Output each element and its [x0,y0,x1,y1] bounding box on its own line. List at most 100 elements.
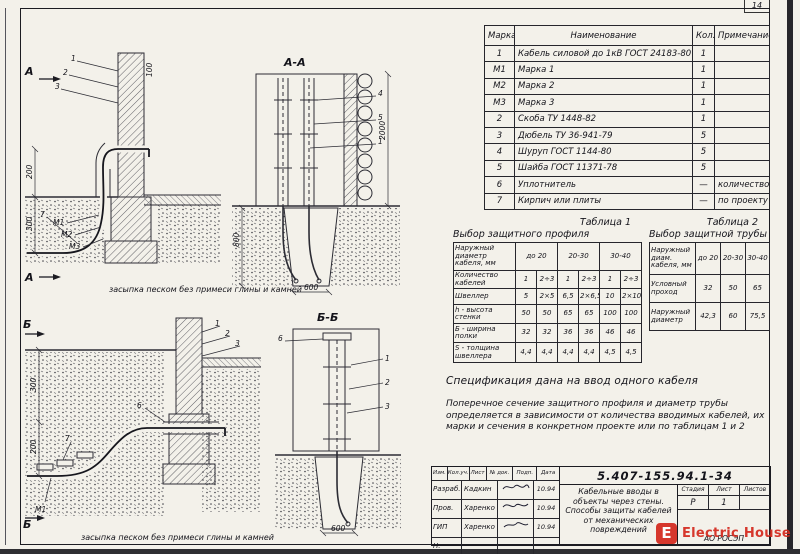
mark-m1: М1 [53,218,64,227]
mark-m2: М2 [61,230,72,239]
row-label: S - толщина швеллера [453,342,516,364]
table1-row: h - высота стенки 50 50 65 65 100 100 [453,304,643,325]
organization-name: АО РОСЭП [704,534,744,543]
cell: 50 [720,274,746,303]
cell: 5 [515,288,537,306]
diam-group: до 20 [514,242,559,271]
detail-a-leaders [31,60,119,278]
cell: 32 [535,323,559,344]
sig-date: 10.94 [536,485,556,493]
callout-1: 1 [385,354,390,363]
detail-b-leaders [25,325,241,519]
spec-note [714,159,770,178]
callout-2: 2 [63,68,68,77]
spec-qty: 1 [692,94,715,112]
cell: 65 [557,304,580,325]
signature-row: Н. контр. [432,538,559,554]
spec-note: по проекту [714,192,770,210]
callout-3: 3 [55,82,60,91]
sig-name: Харенко [462,519,498,537]
callout-6: 6 [278,334,283,343]
table1-diam-row: Наружный диаметр кабеля, мм до 20 20-30 … [453,242,643,271]
hdr-data: Дата [540,470,556,476]
cell: 100 [620,304,643,325]
sheet-label: Лист [709,485,740,495]
callout-3: 3 [235,339,240,348]
cell: 60 [720,302,746,331]
signature-header-row: Изм. Кол.уч. Лист № док. Подп. Дата [432,467,559,481]
sheets-value [740,496,770,509]
count-value: 1 [557,269,580,290]
sig-name [462,538,498,554]
spec-note: количество [714,176,770,194]
callout-3: 3 [385,402,390,411]
table1-block: Таблица 1 Выбор защитного профиля Наружн… [453,217,643,364]
sig-role: ГИП [432,519,462,537]
selection-note-text: Поперечное сечение защитного профиля и д… [446,399,765,433]
dim-200: 200 [25,164,34,179]
spec-mark: 5 [484,159,515,178]
caption-detail-b: засыпка песком без примеси глины и камне… [81,533,274,542]
spec-name: Скоба ТУ 1448-82 [514,110,693,128]
hdr-izm: Изм. [432,467,448,480]
cell: 4,4 [515,342,537,364]
table2-row: Наружный диаметр 42,3 60 75,5 [649,302,770,331]
cell: 75,5 [745,302,770,331]
count-value: 2÷3 [578,269,601,290]
drawing-frame: А А 1 2 3 7 М1 М2 М3 200 300 100 засыпка… [20,8,771,554]
sig-date [534,538,558,554]
spec-name: Шуруп ГОСТ 1144-80 [514,143,693,161]
dim-300: 300 [25,216,34,231]
sig-name: Кадкин [462,481,498,499]
section-bb-leaders [284,338,384,537]
cell: 42,3 [695,302,721,331]
cell: 2×10 [620,288,643,306]
section-aa-drawing: А-А 2000 800 600 4 5 1 [232,56,400,296]
spec-note [714,77,770,96]
cell: 36 [557,323,580,344]
cell: 10 [599,288,622,306]
drawing-title: Кабельные вводы в объекты через стены. С… [560,485,678,545]
sig-role: Н. контр. [432,538,462,554]
cell: 65 [745,274,770,303]
spec-note [714,143,770,161]
spec-qty: — [692,176,715,194]
table2-diam-label: Наружный диам. кабеля, мм [649,242,696,275]
signature-scribble [498,481,534,499]
title-block-signatures: Изм. Кол.уч. Лист № док. Подп. Дата Разр… [432,467,560,554]
stage-grid: Стадия Лист Листов Р 1 АО РОСЭП [678,485,770,545]
table2-block: Таблица 2 Выбор защитной трубы Наружный … [649,217,770,331]
hdr-list: Лист [470,467,487,480]
sig-name: Харенко [462,500,498,518]
spec-note [714,126,770,145]
table1-count-label: Количество кабелей [453,269,516,290]
detail-b-structure [25,317,261,516]
diam-group: 20-30 [557,242,601,271]
table1-diam-label: Наружный диаметр кабеля, мм [453,242,516,271]
spec-header-name: Наименование [514,25,693,46]
stage-value-row: Р 1 [678,496,770,510]
diam-group: до 20 [695,242,721,275]
row-label: Б - ширина полки [453,323,516,344]
spec-note [714,110,770,128]
count-value: 1 [515,269,537,290]
table2-diam-row: Наружный диам. кабеля, мм до 20 20-30 30… [649,242,770,275]
dim-800: 800 [232,232,241,247]
cell: 6,5 [557,288,580,306]
callout-6: 6 [137,401,142,410]
view-label-a-bottom: А [24,271,34,284]
cell: 2×5 [535,288,559,306]
spec-name: Дюбель ТУ 36-941-79 [514,126,693,145]
spec-qty: 5 [692,126,715,145]
count-value: 1 [599,269,622,290]
sheets-label: Листов [743,486,767,493]
title-block-main: 5.407-155.94.1-34 Кабельные вводы в объе… [560,467,770,545]
section-aa-labels: А-А 2000 800 600 4 5 1 [232,56,387,292]
spec-header-row: Марка поз. Наименование Кол. Примечание [484,25,770,46]
dim-600: 600 [331,524,346,533]
